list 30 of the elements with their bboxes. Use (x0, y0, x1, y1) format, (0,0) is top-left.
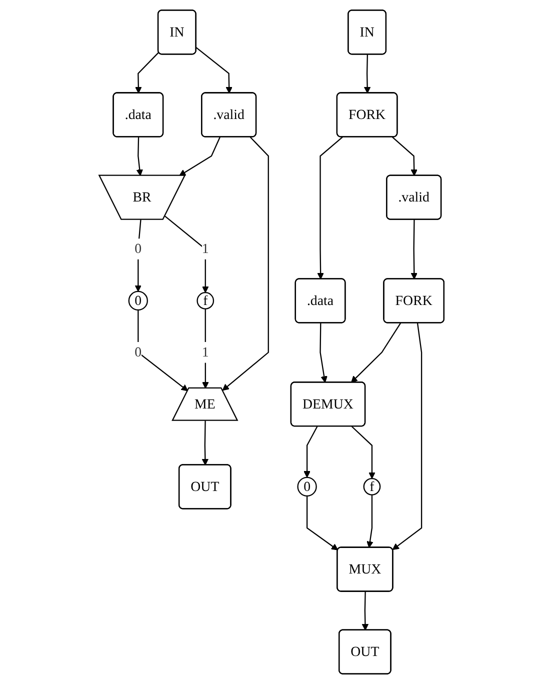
arrow (134, 220, 142, 292)
node-circle: f (196, 292, 214, 310)
arrow (317, 136, 343, 280)
arrow (410, 220, 418, 280)
edge-label: 1 (202, 344, 209, 360)
arrow (138, 310, 188, 392)
arrow (320, 323, 328, 383)
arrow (304, 426, 318, 478)
edge-label: 0 (134, 240, 142, 256)
arrow (202, 308, 209, 389)
arrow (136, 137, 143, 176)
arrow (306, 496, 338, 550)
arrow (222, 136, 269, 391)
edge-label: 0 (134, 344, 142, 360)
arrow (134, 52, 160, 94)
node-circle: 0 (297, 476, 317, 497)
arrow (392, 323, 422, 550)
arrow (202, 420, 208, 466)
arrow (366, 494, 374, 548)
node-circle: 0 (128, 290, 148, 311)
arrow (351, 426, 376, 479)
arrow (362, 592, 369, 631)
node-circle: f (363, 478, 381, 496)
arrow (350, 322, 402, 383)
arrow (164, 216, 209, 293)
arrow (179, 136, 220, 176)
arrow (364, 54, 371, 94)
arrow (392, 136, 418, 176)
arrow (196, 47, 232, 94)
edge-label: 1 (202, 240, 209, 256)
